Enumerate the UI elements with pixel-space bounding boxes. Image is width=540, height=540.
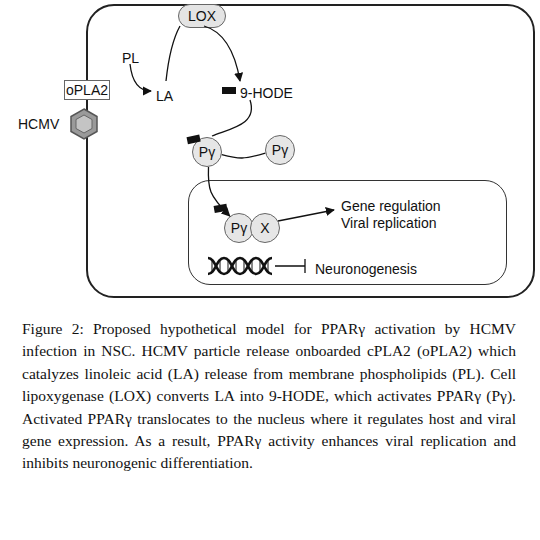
protein-circle: X [250, 213, 280, 243]
node-label: oPLA2 [66, 82, 108, 99]
translocation-connector [222, 153, 266, 158]
translocation-connector [208, 167, 229, 216]
figure-caption: Figure 2: Proposed hypothetical model fo… [22, 318, 516, 475]
dna-strand [208, 258, 272, 274]
binding-line [212, 100, 251, 136]
inhibition-line [275, 259, 305, 273]
dna-strand [208, 258, 272, 274]
regulation-arrow [278, 210, 334, 221]
node-label: X [260, 220, 269, 237]
pathway-label: PL [122, 50, 139, 67]
ligand-bar [222, 87, 236, 94]
ligand-bar [214, 204, 228, 213]
virus-hexagon: HCMV [68, 108, 100, 140]
reaction-arrow [130, 64, 151, 91]
nucleus-box: Pγ X Gene regulation Viral replicationNeur… [188, 180, 507, 285]
node-label: Pγ [199, 144, 215, 161]
node-label: Pγ [231, 220, 247, 237]
pathway-label: Gene regulation Viral replication [341, 198, 463, 232]
dna-helix [208, 258, 272, 274]
enzyme-pill: LOX [178, 4, 226, 28]
node-label: LOX [188, 8, 216, 25]
node-label: HCMV [18, 116, 59, 133]
node-label: Pγ [272, 142, 288, 159]
virus-core [76, 115, 92, 133]
pathway-label: 9-HODE [240, 85, 293, 102]
cell-membrane: LOXoPLA2PγPγPγXGene regulation Viral rep… [86, 4, 535, 298]
reaction-line [166, 26, 180, 81]
pathway-label: LA [156, 88, 173, 105]
virus-capsid [71, 109, 97, 139]
protein-circle: Pγ [192, 137, 222, 167]
reaction-arrow [204, 26, 240, 81]
pathway-label: Neuronogenesis [315, 261, 417, 278]
protein-circle: Pγ [265, 135, 295, 165]
enzyme-box: oPLA2 [64, 80, 110, 100]
virus-outline [68, 108, 100, 140]
dna-rungs [212, 260, 268, 272]
